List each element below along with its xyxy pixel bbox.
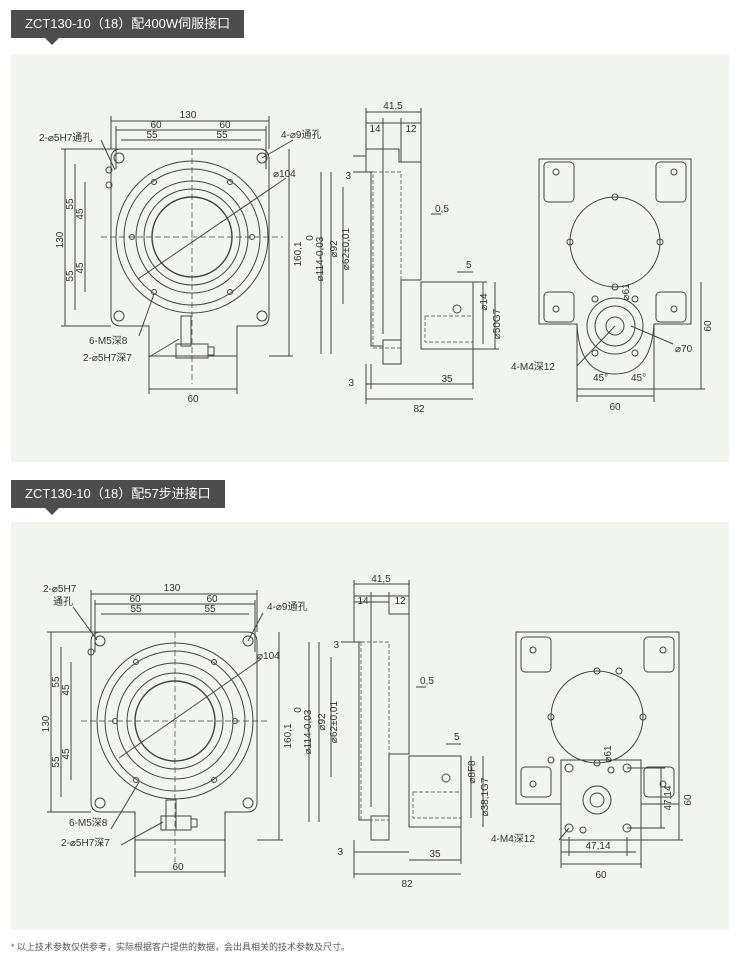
side-41-5: 41,5 (383, 101, 403, 112)
dim-60-left: 60 (150, 120, 162, 131)
rear-w-47-14: 47,14 (585, 841, 610, 852)
dim-60-left: 60 (129, 594, 141, 605)
side-view (308, 580, 484, 878)
dim-130: 130 (180, 110, 197, 121)
m5-label: 6-M5深8 (89, 335, 128, 347)
bottom-60: 60 (172, 862, 184, 873)
side-41-5: 41,5 (371, 574, 391, 585)
rear-h-47-14: 47,14 (663, 785, 674, 810)
front-view (61, 116, 294, 394)
dim-130: 130 (164, 583, 181, 594)
v-55-bottom: 55 (51, 756, 62, 768)
side-dia-92: ⌀92 (329, 240, 340, 258)
pin-label: 2-⌀5H7深7 (61, 837, 110, 849)
rear-w60: 60 (595, 870, 607, 881)
rear-view (538, 158, 705, 402)
side-shaft: ⌀14 (479, 293, 490, 311)
side-dia-92: ⌀92 (317, 713, 328, 731)
side-3-bottom: 3 (337, 847, 343, 858)
bottom-60: 60 (187, 394, 199, 405)
rear-dia-61: ⌀61 (621, 283, 632, 301)
side-35: 35 (441, 374, 453, 385)
dia-104: ⌀104 (273, 169, 296, 180)
section-title-tag-2: ZCT130-10（18）配57步进接口 (11, 480, 225, 515)
side-82: 82 (401, 879, 413, 890)
v-160-1: 160,1 (283, 723, 294, 748)
thru-hole-label: 4-⌀9通孔 (267, 601, 307, 613)
v-45-bottom: 45 (61, 748, 72, 760)
dim-55-right: 55 (216, 130, 228, 141)
side-14: 14 (357, 596, 369, 607)
dim-55-right: 55 (204, 604, 216, 615)
side-dia-114: ⌀114-0,03 (303, 709, 314, 754)
rear-45-right: 45° (631, 373, 646, 384)
hole-label: 2-⌀5H7 (43, 584, 77, 595)
side-35: 35 (429, 849, 441, 860)
dim-60-right: 60 (219, 120, 231, 131)
dim-55-left: 55 (130, 604, 142, 615)
side-shaft: ⌀8F8 (467, 760, 478, 784)
section-title-tag-1: ZCT130-10（18）配400W伺服接口 (11, 10, 245, 45)
side-dia-62: ⌀62±0,01 (341, 228, 352, 271)
dim-55-left: 55 (146, 130, 158, 141)
dim-60-right: 60 (206, 594, 218, 605)
pin-label: 2-⌀5H7深7 (83, 352, 132, 364)
side-3-top: 3 (345, 171, 351, 182)
v-55-top: 55 (51, 676, 62, 688)
rear-m4: 4-M4深12 (491, 833, 535, 845)
technical-drawing-57-stepper: 130 60 60 55 55 2-⌀5H7 通孔 4-⌀9通孔 ⌀104 55… (41, 574, 694, 890)
side-0-5: 0,5 (420, 676, 434, 687)
rear-w60: 60 (609, 402, 621, 413)
v-55-bottom: 55 (65, 270, 76, 282)
side-bore: ⌀38,1G7 (480, 777, 491, 816)
m5-label: 6-M5深8 (69, 817, 108, 829)
drawing-panel-2: 130 60 60 55 55 2-⌀5H7 通孔 4-⌀9通孔 ⌀104 55… (11, 522, 729, 930)
drawing-panel-1: 130 60 60 55 55 2-⌀5H7通孔 4-⌀9通孔 ⌀104 55 … (11, 54, 729, 462)
v-130: 130 (55, 231, 66, 248)
side-14: 14 (369, 124, 381, 135)
footnote: * 以上技术参数仅供参考，实际根据客户提供的数据，会出具相关的技术参数及尺寸。 (11, 942, 351, 952)
section-title: ZCT130-10（18）配57步进接口 (25, 486, 211, 501)
side-12: 12 (405, 124, 417, 135)
section-title: ZCT130-10（18）配400W伺服接口 (25, 16, 231, 31)
side-3-bottom: 3 (348, 378, 354, 389)
side-dia-62: ⌀62±0,01 (329, 701, 340, 744)
v-130: 130 (41, 715, 52, 732)
rear-dia-61: ⌀61 (603, 745, 614, 763)
front-view (47, 590, 283, 877)
v-45-top: 45 (61, 684, 72, 696)
side-82: 82 (413, 404, 425, 415)
thru-hole-label: 4-⌀9通孔 (281, 129, 321, 141)
v-55-top: 55 (65, 198, 76, 210)
dia-104: ⌀104 (257, 651, 280, 662)
v-45-top: 45 (75, 208, 86, 220)
rear-m4: 4-M4深12 (511, 361, 555, 373)
side-3-top: 3 (333, 640, 339, 651)
side-0: 0 (293, 707, 304, 713)
side-0-5: 0,5 (435, 204, 449, 215)
technical-drawing-400w: 130 60 60 55 55 2-⌀5H7通孔 4-⌀9通孔 ⌀104 55 … (39, 101, 714, 415)
side-dia-114: ⌀114-0,03 (315, 236, 326, 281)
side-5: 5 (454, 732, 460, 743)
v-45-bottom: 45 (75, 262, 86, 274)
side-view (320, 108, 499, 404)
rear-view (515, 631, 683, 868)
side-12: 12 (394, 596, 406, 607)
v-160-1: 160,1 (293, 241, 304, 266)
side-0: 0 (305, 235, 316, 241)
rear-h60: 60 (703, 320, 714, 332)
rear-h60: 60 (683, 794, 694, 806)
side-5: 5 (466, 260, 472, 271)
rear-pcd-70: ⌀70 (675, 344, 693, 355)
hole-label: 2-⌀5H7通孔 (39, 132, 92, 144)
rear-45-left: 45° (593, 373, 608, 384)
side-bore: ⌀50G7 (492, 308, 503, 339)
hole-label-line2: 通孔 (53, 596, 73, 608)
